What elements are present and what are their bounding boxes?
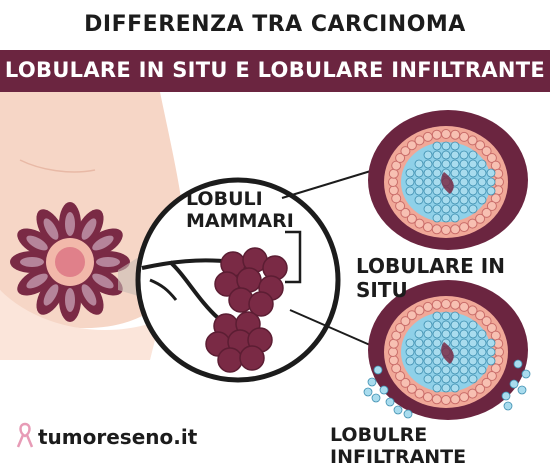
lobuli-line2: MAMMARI: [186, 210, 294, 232]
pointer-line-situ: [281, 169, 375, 199]
lobuli-mammari-label: LOBULI MAMMARI: [186, 188, 294, 232]
pointer-line-infiltrante: [289, 309, 371, 346]
banner-title: LOBULARE IN SITU E LOBULARE INFILTRANTE: [4, 58, 546, 82]
lobuli-line1: LOBULI: [186, 188, 263, 210]
title-banner: LOBULARE IN SITU E LOBULARE INFILTRANTE: [0, 50, 550, 92]
brand-logo[interactable]: tumoreseno.it: [16, 422, 197, 452]
lobule-petals: [10, 202, 130, 322]
infiltrante-label: LOBULRE INFILTRANTE: [330, 424, 467, 468]
lobule-in-situ: [368, 110, 528, 250]
magnified-view: [135, 177, 341, 383]
logo-text: tumoreseno.it: [38, 425, 198, 449]
lobule-infiltrante: [363, 280, 531, 420]
in-situ-label: LOBULARE IN SITU: [356, 254, 505, 302]
page-title: DIFFERENZA TRA CARCINOMA: [84, 12, 466, 37]
pink-ribbon-icon: [16, 421, 34, 453]
lobuli-bracket: [285, 230, 302, 284]
